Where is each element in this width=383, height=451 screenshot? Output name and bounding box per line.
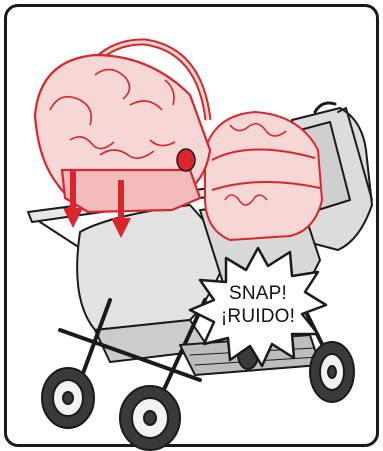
burst-line-snap: SNAP! <box>208 282 308 305</box>
front-left-wheel <box>42 368 94 428</box>
front-right-wheel <box>120 386 180 450</box>
burst-line-ruido: ¡RUIDO! <box>208 305 308 328</box>
car-seat-rear <box>205 112 322 240</box>
snap-burst-label: SNAP! ¡RUIDO! <box>208 282 308 328</box>
rear-wheel <box>310 342 354 402</box>
